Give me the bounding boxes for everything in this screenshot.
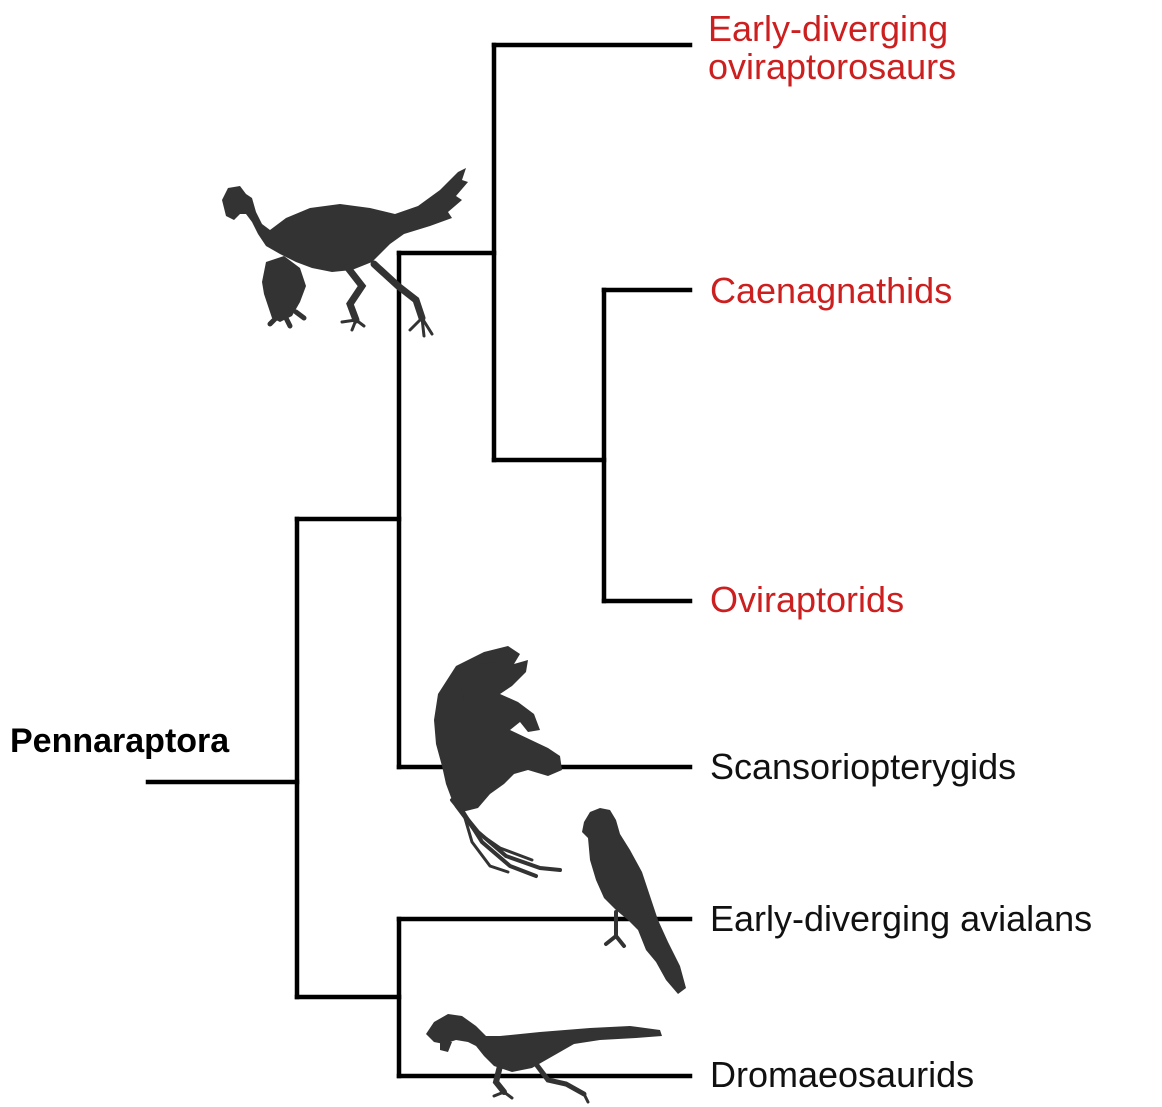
taxon-label-line: Early-diverging (708, 10, 956, 48)
taxon-label-scansoriopterygids: Scansoriopterygids (710, 748, 1016, 786)
bird-silhouette-icon (582, 808, 686, 994)
taxon-label-caenagnathids: Caenagnathids (710, 272, 952, 310)
scansoriopterygid-silhouette-icon (434, 646, 562, 876)
taxon-label-line: oviraptorosaurs (708, 48, 956, 86)
dromaeosaur-silhouette-icon (426, 1014, 662, 1102)
clade-label-pennaraptora: Pennaraptora (10, 722, 229, 761)
taxon-label-early-oviraptorosaurs: Early-diverging oviraptorosaurs (708, 10, 956, 86)
taxon-label-early-avialans: Early-diverging avialans (710, 900, 1092, 938)
taxon-label-dromaeosaurids: Dromaeosaurids (710, 1056, 974, 1094)
taxon-label-oviraptorids: Oviraptorids (710, 581, 904, 619)
